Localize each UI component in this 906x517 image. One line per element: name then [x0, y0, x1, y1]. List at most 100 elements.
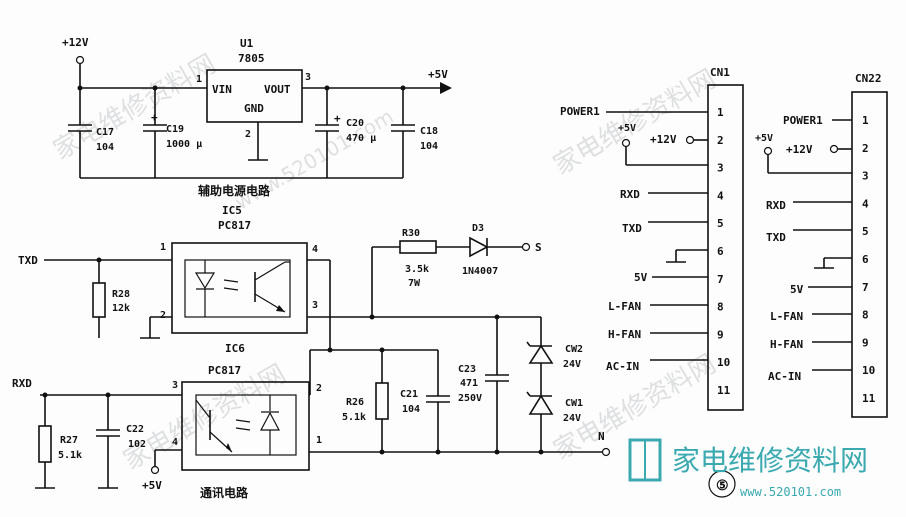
plus5v-terminal [150, 465, 160, 475]
r30-value: 3.5k [405, 264, 429, 275]
r27-resistor [38, 425, 52, 463]
cn1-signal-rxd: RXD [620, 188, 640, 201]
c23-ref: C23 [458, 364, 476, 375]
d3-part: 1N4007 [462, 266, 498, 277]
r26-resistor [375, 382, 389, 420]
cn22-pin-9: 9 [862, 336, 869, 349]
c18-ref: C18 [420, 126, 438, 137]
cw1-zener [528, 394, 554, 415]
cn1-pin-7: 7 [717, 273, 724, 286]
cn22-signal-5v: 5V [790, 283, 804, 296]
u1-pin1: 1 [196, 74, 202, 85]
u1-part: 7805 [238, 52, 265, 65]
s-terminal [521, 242, 531, 252]
cn22-signal-lfan: L-FAN [770, 310, 803, 323]
ic6-pin4: 4 [172, 437, 178, 448]
cn1-pin-9: 9 [717, 328, 724, 341]
cn1-pin-1: 1 [717, 106, 724, 119]
r30-power: 7W [408, 278, 421, 289]
footer-branding: ⑤ 家电维修资料网 www.520101.com [628, 438, 868, 499]
c17-value: 104 [96, 142, 114, 153]
cn22-pin-5: 5 [862, 225, 869, 238]
cn22-signal-hfan: H-FAN [770, 338, 803, 351]
r30-ref: R30 [402, 228, 420, 239]
ic6-ref: IC6 [225, 342, 245, 355]
cn1-pin-5: 5 [717, 217, 724, 230]
cn1-pin-3: 3 [717, 162, 724, 175]
c23-value: 471 [460, 378, 478, 389]
c17-ref: C17 [96, 127, 114, 138]
cn1-signal-plus12v: +12V [650, 133, 677, 146]
comm-circuit: TXD R28 12k IC5 PC817 1 2 4 3 [12, 204, 611, 500]
cw2-value: 24V [563, 359, 581, 370]
d3-diode [469, 236, 489, 258]
input-terminal [75, 55, 85, 65]
cn22-title: CN22 [855, 72, 882, 85]
cn1-pin-2: 2 [717, 134, 724, 147]
c21-ref: C21 [400, 389, 418, 400]
ic6-inner [195, 394, 297, 456]
cn1-pin-11: 11 [717, 384, 731, 397]
c19-ref: C19 [166, 124, 184, 135]
c19-plus: + [151, 111, 158, 124]
comm-circuit-title: 通讯电路 [200, 485, 249, 500]
txd-label: TXD [18, 254, 38, 267]
cn22-signal-power1: POWER1 [783, 114, 823, 127]
watermark-text: 家电维修资料网 [119, 359, 292, 476]
c19-value: 1000 μ [166, 139, 202, 150]
cw2-ref: CW2 [565, 344, 583, 355]
r26-ref: R26 [346, 397, 364, 408]
u1-gnd-label: GND [244, 102, 264, 115]
c20-value: 470 μ [346, 133, 376, 144]
u1-vin-label: VIN [212, 83, 232, 96]
input-voltage-label: +12V [62, 36, 89, 49]
cn22-signal-txd: TXD [766, 231, 786, 244]
c18-value: 104 [420, 141, 438, 152]
cn1-signal-plus5v: +5V [618, 123, 636, 134]
s-label: S [535, 241, 542, 254]
r28-ref: R28 [112, 289, 130, 300]
r30-resistor [399, 240, 437, 254]
ic5-pin3: 3 [312, 300, 318, 311]
n-terminal [601, 447, 611, 457]
rxd-label: RXD [12, 377, 32, 390]
cn1-signal-acin: AC-IN [606, 360, 639, 373]
cn22-pin-1: 1 [862, 114, 869, 127]
c23-voltage: 250V [458, 393, 482, 404]
cw1-value: 24V [563, 413, 581, 424]
cn22-pin-3: 3 [862, 170, 869, 183]
r27-value: 5.1k [58, 450, 82, 461]
cn1-title: CN1 [710, 66, 730, 79]
logo-url: www.520101.com [740, 485, 841, 499]
ic5-pin4: 4 [312, 244, 318, 255]
logo-text: 家电维修资料网 [672, 444, 868, 477]
cn1-signal-5v: 5V [634, 271, 648, 284]
ic5-inner [184, 259, 291, 318]
aux-supply-title: 辅助电源电路 [198, 183, 271, 198]
aux-supply-circuit: +12V C17 104 + C19 1000 μ U1 7805 VIN VO… [62, 36, 452, 198]
ic6-part: PC817 [208, 364, 241, 377]
c22-value: 102 [128, 439, 146, 450]
cn1-pin-6: 6 [717, 245, 724, 258]
c20-plus: + [334, 112, 341, 125]
cn1-pin-10: 10 [717, 356, 730, 369]
ic5-pin2: 2 [160, 310, 166, 321]
c21-value: 104 [402, 404, 420, 415]
u1-pin3: 3 [305, 72, 311, 83]
output-arrow [440, 82, 452, 94]
ic6-optocoupler [181, 381, 310, 471]
ic6-pin1: 1 [316, 435, 322, 446]
figure-number-circle [708, 470, 736, 498]
u1-regulator-box [206, 69, 303, 123]
cn22-pin-4: 4 [862, 197, 869, 210]
d3-ref: D3 [472, 223, 484, 234]
cn1-pin-8: 8 [717, 301, 724, 314]
r28-resistor [92, 282, 106, 318]
r28-value: 12k [112, 303, 130, 314]
ic6-pin3: 3 [172, 380, 178, 391]
cn1-signal-power1: POWER1 [560, 105, 600, 118]
